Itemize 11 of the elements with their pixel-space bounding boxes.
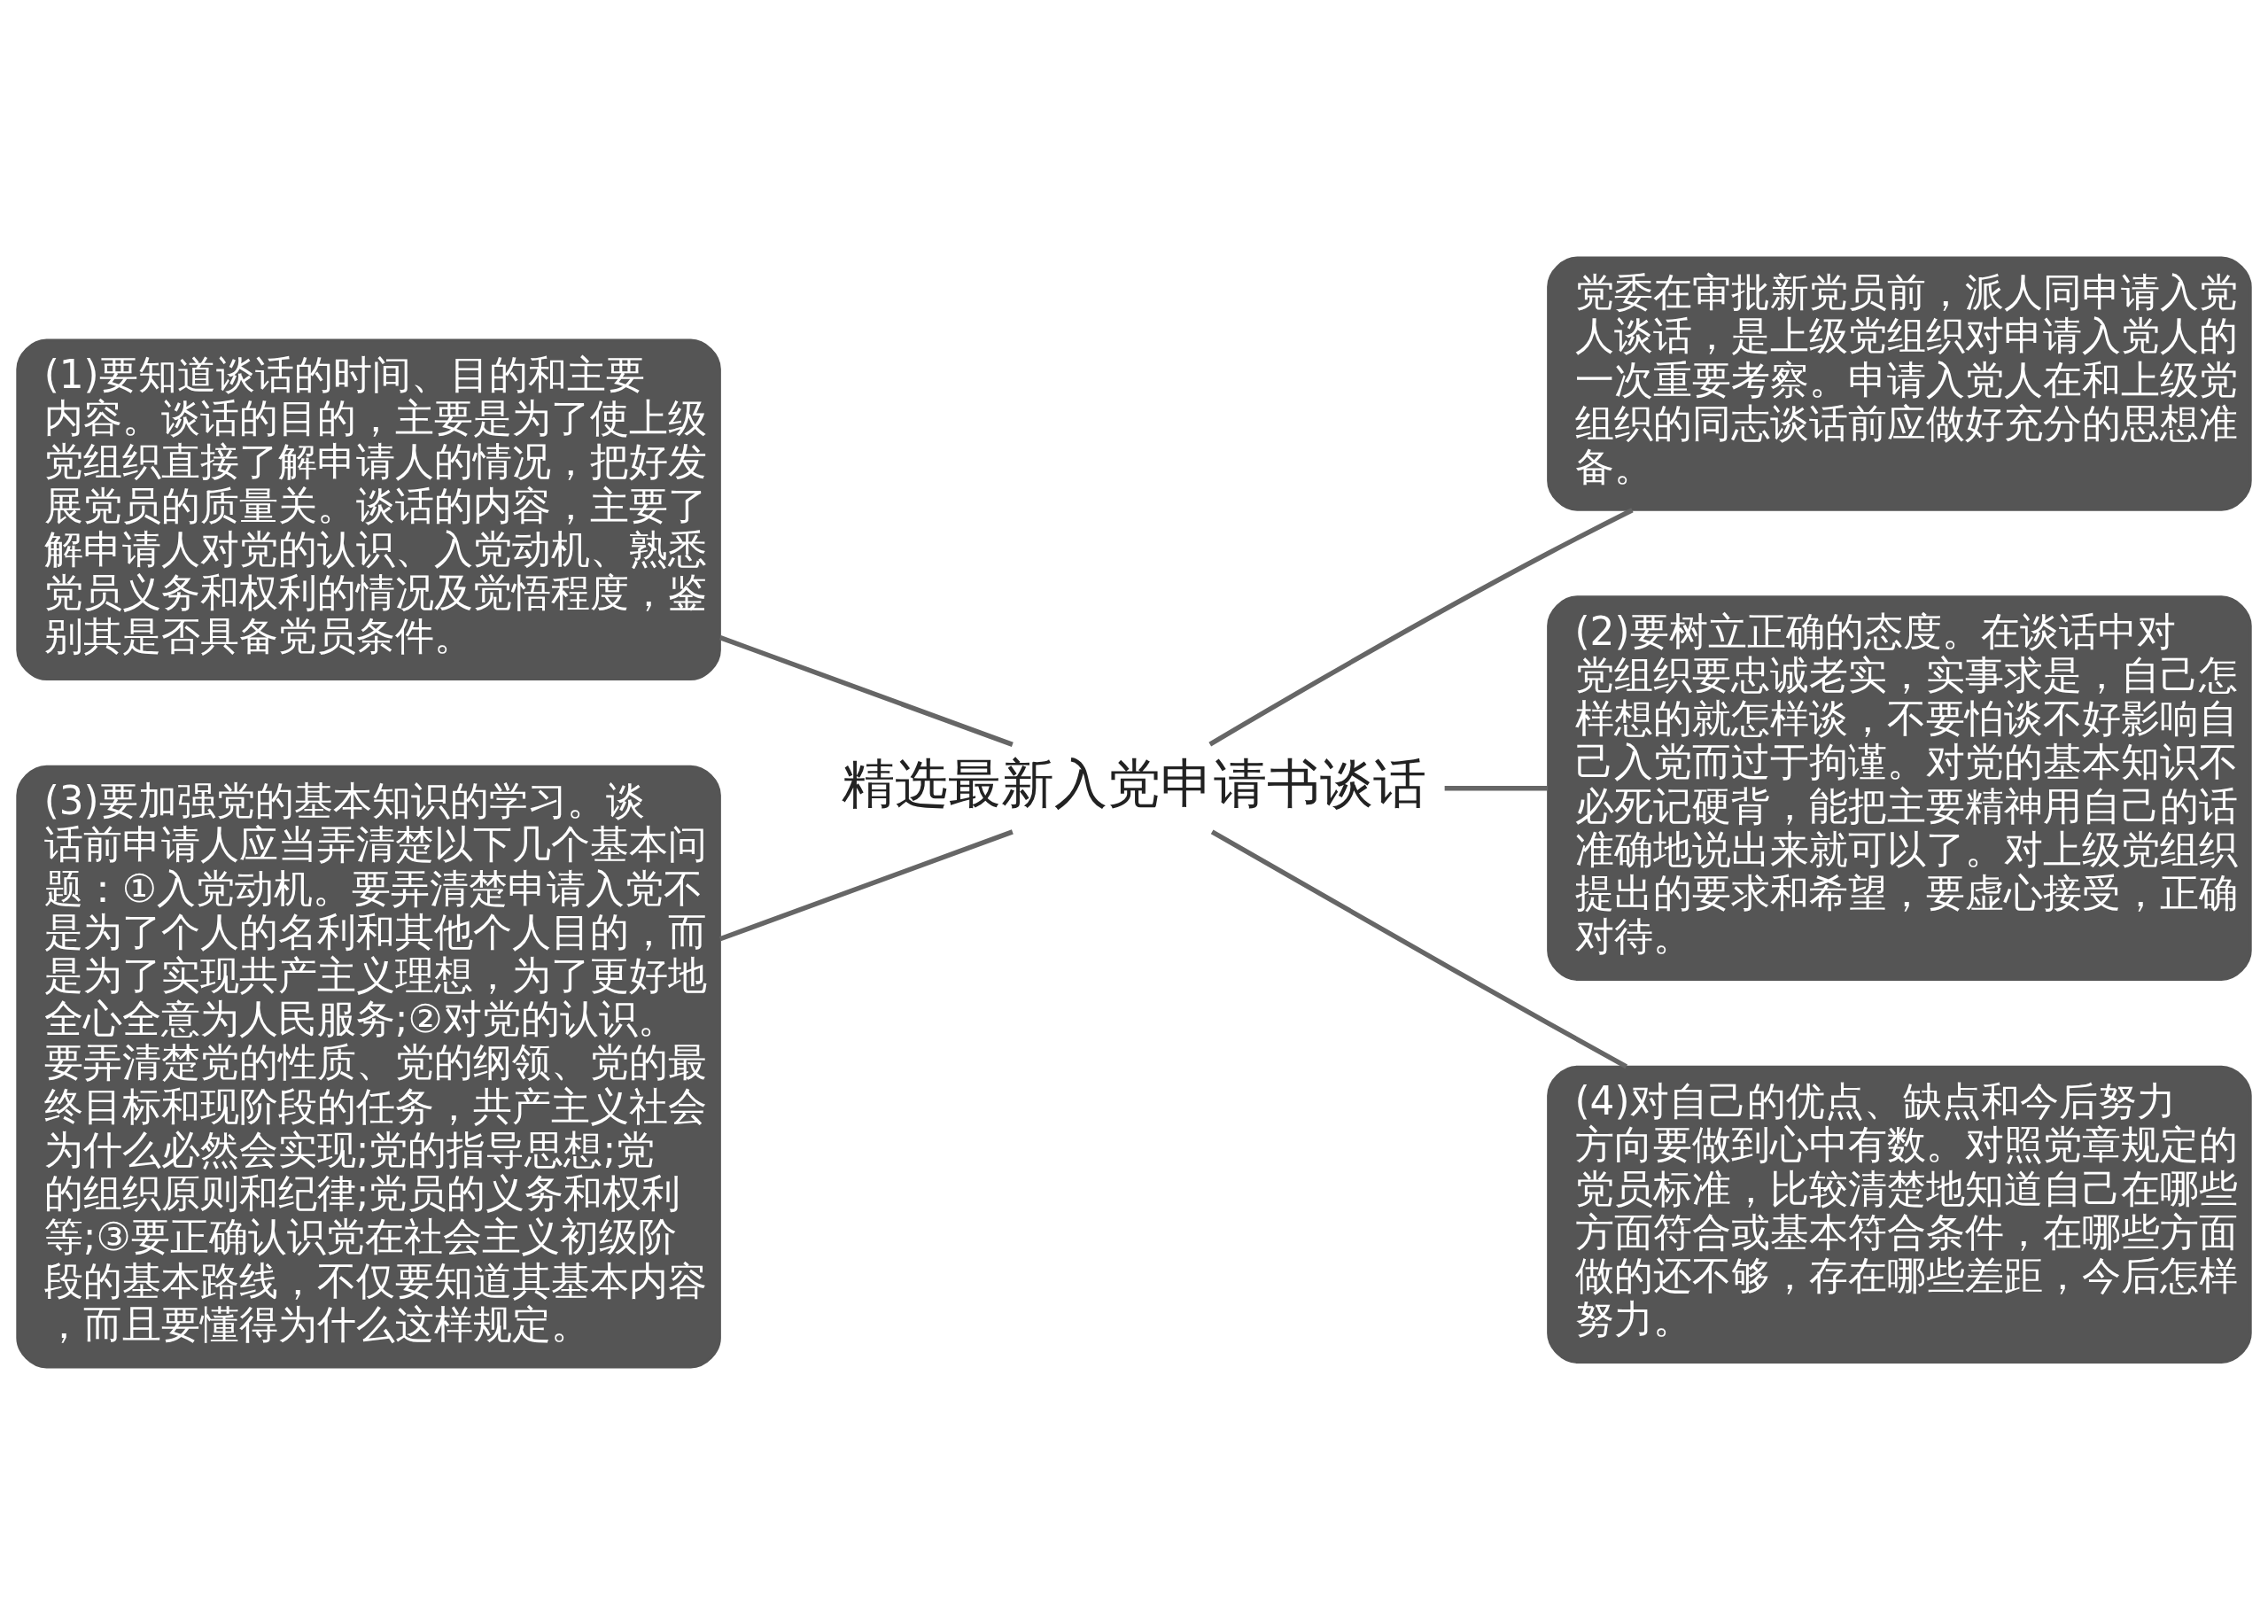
node-box: (3)要加强党的基本知识的学习。谈话前申请人应当弄清楚以下几个基本问题：①入党动机。要弄清楚申请入党不是为了个人的名利和其他个人目的，而是为了实现共产主义理想，为了更好地全心全意为人民服务;②对党的认识。要弄清楚党的性质、党的纲领、党的最终目标和现阶段的任务，共产主义社会为什么必然会实现;党的指导思想;党的组织原则和纪律;党员的义务和权利等;③要正确认识党在社会主义初级阶段的基本路线，不仅要知道其基本内容，而且要懂得为什么这样规定。 (16, 765, 721, 1368)
node-text: 精选最新入党申请书谈话 (842, 751, 1426, 814)
node-box: (1)要知道谈话的时间、目的和主要内容。谈话的目的，主要是为了使上级党组织直接了解申请人的情况，把好发展党员的质量关。谈话的内容，主要了解申请人对党的认识、入党动机、熟悉党员义务和权利的情况及觉悟程度，鉴别其是否具备党员条件。 (16, 338, 721, 680)
connector (718, 634, 1014, 747)
node-box: (4)对自己的优点、缺点和今后努力方向要做到心中有数。对照党章规定的党员标准，比较清楚地知道自己在哪些方面符合或基本符合条件，在哪些方面做的还不够，存在哪些差距，今后怎样努力。 (1547, 1065, 2252, 1364)
node-box: 党委在审批新党员前，派人同申请入党人谈话，是上级党组织对申请入党人的一次重要考察。申请入党人在和上级党组织的同志谈话前应做好充分的思想准备。 (1547, 256, 2252, 511)
connector (1208, 507, 1634, 746)
connector (1444, 785, 1549, 790)
connector (1210, 829, 1628, 1068)
connector (718, 828, 1014, 941)
node-box: (2)要树立正确的态度。在谈话中对党组织要忠诚老实，实事求是，自己怎样想的就怎样谈，不要怕谈不好影响自己入党而过于拘谨。对党的基本知识不必死记硬背，能把主要精神用自己的话准确地说出来就可以了。对上级党组织提出的要求和希望，要虚心接受，正确对待。 (1547, 594, 2252, 981)
